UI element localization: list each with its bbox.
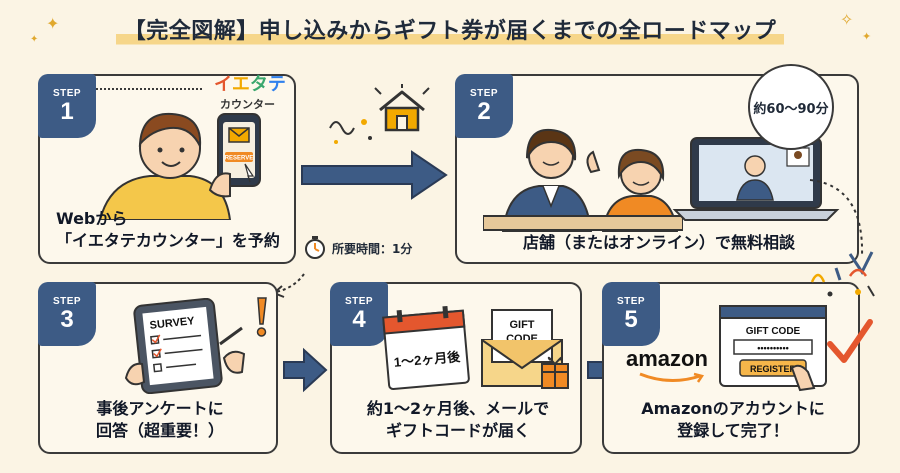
step-badge-4: STEP 4: [330, 282, 388, 346]
step-card-1: STEP 1 RESERVE Webから 「イエタテカウンター」を予約: [38, 74, 296, 264]
step-badge-3: STEP 3: [38, 282, 96, 346]
sparkle-icon: ✧: [840, 10, 854, 29]
laptop-online-meeting-icon: [672, 137, 840, 221]
connector-dotted: [96, 88, 202, 90]
step-5-caption: Amazonのアカウントに 登録して完了！: [641, 399, 825, 440]
step-card-4: STEP 4 1〜2ヶ月後 GIFT CODE 約1〜2ヶ月後、メールで ギフト…: [330, 282, 582, 454]
gift-code-field: ••••••••••: [757, 343, 789, 353]
title-bar: 【完全図解】申し込みからギフト券が届くまでの全ロードマップ: [0, 10, 900, 50]
survey-title: SURVEY: [149, 315, 196, 332]
step-badge-1: STEP 1: [38, 74, 96, 138]
step-badge-2: STEP 2: [455, 74, 513, 138]
sparkle-icon: ✦: [30, 34, 39, 45]
reserve-button-label: RESERVE: [225, 156, 254, 162]
step-2-caption: 店舗（またはオンライン）で無料相談: [522, 233, 795, 252]
arrow-step3-to-step4: [283, 347, 328, 393]
step-1-caption: Webから 「イエタテカウンター」を予約: [56, 209, 280, 250]
gift-code-envelope-icon: GIFT CODE: [481, 309, 569, 389]
step-card-2: STEP 2 店舗（またはオンライン）で無料相談: [455, 74, 859, 264]
ietate-logo-subtitle: カウンター: [220, 98, 275, 111]
duration-badge: 約60〜90分: [748, 64, 834, 150]
register-button-label: REGISTER: [750, 364, 797, 374]
step-4-caption: 約1〜2ヶ月後、メールで ギフトコードが届く: [366, 399, 550, 440]
confetti-decoration-icon: [329, 119, 372, 144]
checkmark-icon: [827, 319, 873, 363]
amazon-smile-icon: [639, 372, 705, 383]
step-badge-5: STEP 5: [602, 282, 660, 346]
step-card-3: STEP 3 SURVEY 事後アンケートに 回答（超重要！）: [38, 282, 278, 454]
exclamation-icon: [256, 297, 267, 337]
gift-code-title: GIFT CODE: [746, 326, 801, 337]
consultation-illustration: [483, 128, 683, 232]
sparkle-icon: ✦: [46, 14, 60, 33]
gift-code-register-screen: GIFT CODE •••••••••• REGISTER: [719, 305, 827, 392]
page-title: 【完全図解】申し込みからギフト券が届くまでの全ロードマップ: [115, 13, 785, 47]
amazon-logo: amazon: [626, 346, 708, 371]
ietate-logo: イエタテ: [214, 74, 286, 94]
survey-tablet-illustration: SURVEY: [124, 298, 246, 394]
envelope-label-gift: GIFT: [509, 319, 534, 331]
arrow-step1-to-step2: [301, 150, 448, 200]
confetti-celebration-icon: [810, 267, 875, 297]
calendar-label: 1〜2ヶ月後: [393, 349, 462, 370]
stopwatch-icon: [305, 236, 325, 259]
step-3-caption: 事後アンケートに 回答（超重要！）: [95, 399, 224, 440]
step-card-5: STEP 5 amazon GIFT CODE •••••••••• REGIS…: [602, 282, 860, 454]
calendar-icon: 1〜2ヶ月後: [382, 305, 470, 391]
sparkle-icon: ✦: [862, 30, 872, 43]
duration-text: 所要時間：1分: [332, 242, 413, 256]
house-icon: [374, 84, 430, 132]
person-with-phone-illustration: RESERVE: [98, 112, 261, 220]
